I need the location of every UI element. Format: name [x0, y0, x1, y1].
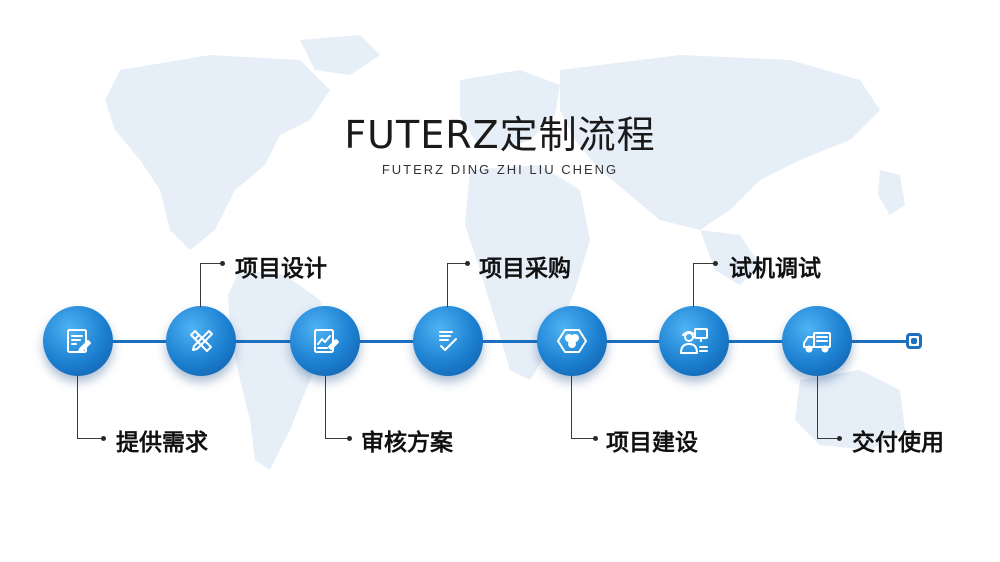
step-6-circle	[659, 306, 729, 376]
step-5-dot	[593, 435, 598, 441]
step-7-circle	[782, 306, 852, 376]
step-5-connector	[571, 376, 596, 439]
document-chart-icon	[314, 329, 339, 353]
step-3-label: 审核方案	[361, 430, 453, 456]
pencil-ruler-icon	[190, 330, 213, 352]
step-1-label: 提供需求	[116, 430, 208, 456]
step-3-circle	[290, 306, 360, 376]
page-title: FUTERZ定制流程	[344, 113, 656, 157]
document-edit-icon	[67, 329, 91, 353]
step-6-connector	[693, 263, 716, 307]
step-2-label: 项目设计	[235, 256, 327, 282]
step-4-circle	[413, 306, 483, 376]
step-4-dot	[465, 261, 470, 266]
step-3-dot	[347, 435, 352, 441]
step-3-connector	[325, 376, 350, 439]
page-subtitle: FUTERZ DING ZHI LIU CHENG	[381, 162, 619, 177]
step-6-dot	[713, 261, 718, 266]
step-7-connector	[817, 376, 840, 439]
engineer-computer-icon	[680, 328, 708, 354]
delivery-truck-icon	[803, 332, 831, 353]
step-2-dot	[220, 261, 225, 266]
timeline-end-cap	[906, 333, 922, 349]
step-4-label: 项目采购	[479, 256, 571, 282]
step-2-connector	[200, 263, 223, 307]
step-6-label: 试机调试	[729, 256, 821, 282]
step-5-label: 项目建设	[606, 430, 698, 456]
step-4-connector	[447, 263, 468, 307]
step-5-circle	[537, 306, 607, 376]
step-7-dot	[837, 435, 842, 441]
hexagon-molecule-icon	[557, 329, 587, 353]
step-2-circle	[166, 306, 236, 376]
step-7-label: 交付使用	[852, 430, 944, 456]
step-1-circle	[43, 306, 113, 376]
step-1-connector	[77, 376, 104, 439]
checklist-icon	[439, 331, 457, 351]
step-1-dot	[101, 435, 106, 441]
